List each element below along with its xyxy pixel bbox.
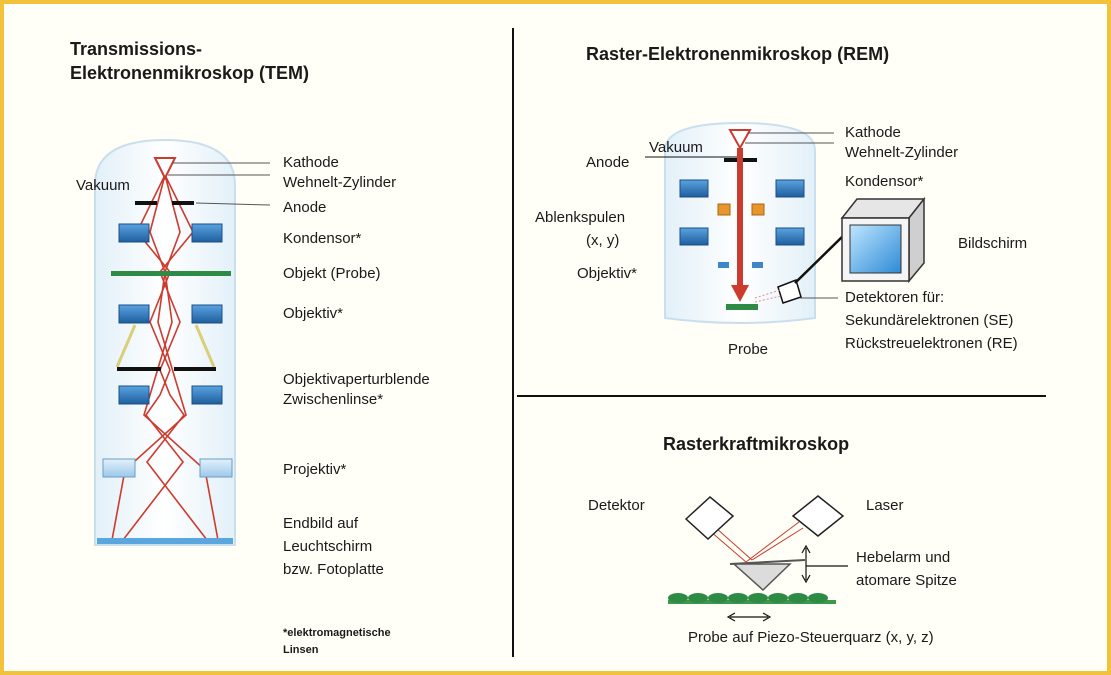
rem-label-ablenkspulen-1: Ablenkspulen — [535, 209, 626, 226]
tem-leader-lines — [168, 162, 271, 206]
afm-label-hebelarm-1: Hebelarm und — [856, 549, 951, 566]
tem-label-projektiv: Projektiv* — [283, 461, 347, 478]
tem-footnote-2: Linsen — [283, 644, 319, 656]
rem-label-wehnelt: Wehnelt-Zylinder — [845, 144, 959, 161]
rem-label-kathode: Kathode — [845, 124, 901, 141]
rem-lower-lens-right — [752, 262, 763, 268]
tem-label-objekt: Objekt (Probe) — [283, 265, 381, 282]
rem-lower-lens-left — [718, 262, 729, 268]
rem-beam-arrowhead — [731, 285, 749, 302]
afm-label-detektor: Detektor — [588, 497, 645, 514]
tem-aperture-left — [117, 367, 161, 371]
tem-column — [94, 138, 271, 546]
tem-label-anode: Anode — [283, 199, 327, 216]
tem-label-endbild-2: Leuchtschirm — [283, 538, 373, 555]
afm-sample-surface — [668, 593, 836, 604]
rem-specimen — [726, 304, 758, 310]
rem-label-anode: Anode — [586, 154, 630, 171]
tem-projector-lens-left — [102, 458, 136, 478]
rem-column — [645, 121, 926, 324]
rem-condenser-lens-left — [679, 179, 709, 198]
tem-objective-cone — [115, 324, 216, 368]
afm-horizontal-arrow — [726, 612, 772, 622]
rem-cathode-icon — [728, 129, 752, 151]
tem-intermediate-lens-left — [118, 385, 150, 405]
afm-label-laser: Laser — [866, 497, 904, 514]
tem-condenser-lens-right — [191, 223, 223, 243]
tem-label-vakuum: Vakuum — [76, 177, 130, 194]
tem-objective-lens-right — [191, 304, 223, 324]
afm-label-probe: Probe auf Piezo-Steuerquarz (x, y, z) — [688, 629, 934, 646]
tem-specimen — [111, 271, 231, 276]
rem-label-probe: Probe — [728, 341, 769, 358]
afm-vertical-arrow — [801, 544, 848, 584]
rem-objective-lens-right — [775, 227, 805, 246]
afm-laser-beam — [709, 521, 804, 563]
rem-label-kondensor: Kondensor* — [845, 173, 924, 190]
rem-deflection-coil-right — [751, 203, 765, 216]
rem-label-detektoren-2: Sekundärelektronen (SE) — [845, 312, 1014, 329]
rem-deflection-coil-left — [717, 203, 731, 216]
rem-monitor-icon — [840, 196, 926, 284]
tem-aperture-right — [174, 367, 216, 371]
afm-cantilever-tip — [732, 563, 792, 592]
tem-label-kondensor: Kondensor* — [283, 230, 362, 247]
rem-leader-lines — [745, 132, 838, 299]
tem-title-line1: Transmissions- — [70, 39, 203, 59]
rem-condenser-lens-right — [775, 179, 805, 198]
tem-title-line2: Elektronenmikroskop (TEM) — [70, 63, 310, 83]
rem-label-detektoren-1: Detektoren für: — [845, 289, 945, 306]
tem-condenser-lens-left — [118, 223, 150, 243]
tem-label-zwischenlinse: Zwischenlinse* — [283, 391, 384, 408]
rem-label-ablenkspulen-2: (x, y) — [586, 232, 620, 249]
tem-label-endbild-1: Endbild auf — [283, 515, 359, 532]
tem-anode-left — [135, 201, 157, 205]
tem-projector-lens-right — [199, 458, 233, 478]
rem-label-bildschirm: Bildschirm — [958, 235, 1028, 252]
tem-label-endbild-3: bzw. Fotoplatte — [283, 561, 384, 578]
tem-cathode-icon — [153, 157, 177, 181]
tem-footnote-1: *elektromagnetische — [283, 627, 391, 639]
tem-label-aperturblende: Objektivaperturblende — [283, 371, 430, 388]
tem-anode-right — [172, 201, 194, 205]
rem-label-vakuum: Vakuum — [649, 139, 703, 156]
rem-label-detektoren-3: Rückstreuelektronen (RE) — [845, 335, 1018, 352]
tem-label-kathode: Kathode — [283, 154, 339, 171]
afm-title: Rasterkraftmikroskop — [663, 434, 850, 454]
afm-setup — [668, 495, 848, 622]
rem-label-objektiv: Objektiv* — [577, 265, 638, 282]
tem-intermediate-lens-right — [191, 385, 223, 405]
tem-label-wehnelt: Wehnelt-Zylinder — [283, 174, 397, 191]
rem-objective-lens-left — [679, 227, 709, 246]
afm-detector-icon — [684, 496, 735, 541]
tem-fluorescent-screen — [97, 538, 233, 544]
afm-laser-icon — [791, 495, 845, 537]
afm-cantilever-arm — [729, 559, 806, 565]
afm-label-hebelarm-2: atomare Spitze — [856, 572, 957, 589]
tem-objective-lens-left — [118, 304, 150, 324]
tem-label-objektiv: Objektiv* — [283, 305, 344, 322]
rem-title: Raster-Elektronenmikroskop (REM) — [586, 44, 890, 64]
